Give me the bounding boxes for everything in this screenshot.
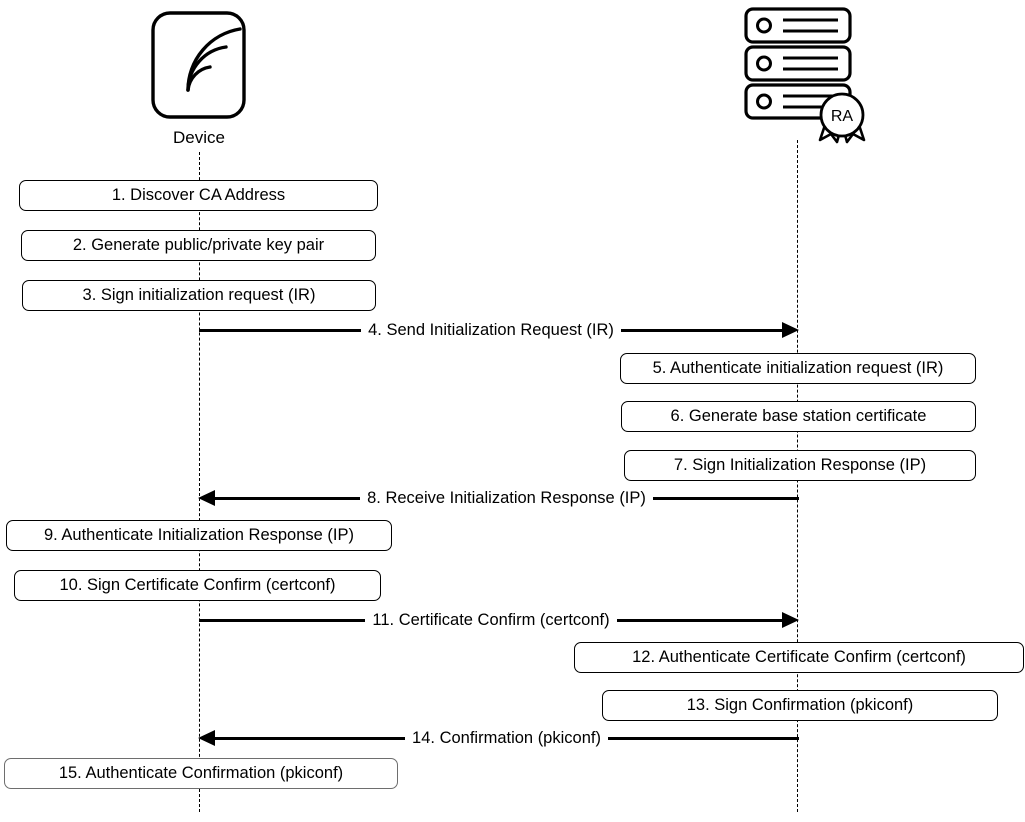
message-line-left: [214, 496, 361, 500]
arrow-head-left-icon: [198, 490, 215, 506]
note-box-step-12[interactable]: 12. Authenticate Certificate Confirm (ce…: [574, 642, 1024, 673]
arrow-head-left-icon: [198, 730, 215, 746]
message-line-right: [616, 618, 783, 622]
message-step-4[interactable]: 4. Send Initialization Request (IR): [199, 320, 800, 340]
message-line-left: [199, 328, 362, 332]
message-step-8[interactable]: 8. Receive Initialization Response (IP): [198, 488, 799, 508]
message-step-11[interactable]: 11. Certificate Confirm (certconf): [199, 610, 799, 630]
note-label: 15. Authenticate Confirmation (pkiconf): [58, 764, 344, 783]
server-stack-ra-badge-icon: RA: [744, 7, 866, 144]
message-step-14[interactable]: 14. Confirmation (pkiconf): [198, 728, 800, 748]
message-label: 8. Receive Initialization Response (IP): [360, 490, 653, 507]
note-label: 6. Generate base station certificate: [670, 407, 927, 426]
note-label: 5. Authenticate initialization request (…: [652, 359, 944, 378]
note-box-step-13[interactable]: 13. Sign Confirmation (pkiconf): [602, 690, 998, 721]
arrow-head-right-icon: [782, 612, 799, 628]
note-box-step-6[interactable]: 6. Generate base station certificate: [621, 401, 976, 432]
wifi-device-icon: [151, 11, 246, 119]
actor-ra-icon: RA: [740, 4, 875, 144]
arrow-head-right-icon: [782, 322, 800, 338]
note-label: 1. Discover CA Address: [111, 186, 286, 205]
note-label: 3. Sign initialization request (IR): [82, 286, 316, 305]
message-label: 14. Confirmation (pkiconf): [405, 730, 608, 747]
note-label: 2. Generate public/private key pair: [72, 236, 325, 255]
note-label: 13. Sign Confirmation (pkiconf): [686, 696, 914, 715]
message-line-left: [199, 618, 366, 622]
message-line-left: [214, 736, 406, 740]
note-box-step-3[interactable]: 3. Sign initialization request (IR): [22, 280, 376, 311]
note-box-step-10[interactable]: 10. Sign Certificate Confirm (certconf): [14, 570, 381, 601]
ra-badge-text: RA: [831, 108, 854, 125]
note-label: 9. Authenticate Initialization Response …: [43, 526, 354, 545]
note-box-step-7[interactable]: 7. Sign Initialization Response (IP): [624, 450, 976, 481]
message-line-right: [652, 496, 799, 500]
note-label: 10. Sign Certificate Confirm (certconf): [59, 576, 336, 595]
note-box-step-2[interactable]: 2. Generate public/private key pair: [21, 230, 376, 261]
message-label: 4. Send Initialization Request (IR): [361, 322, 621, 339]
note-box-step-5[interactable]: 5. Authenticate initialization request (…: [620, 353, 976, 384]
note-label: 12. Authenticate Certificate Confirm (ce…: [632, 648, 966, 667]
note-label: 7. Sign Initialization Response (IP): [673, 456, 927, 475]
note-box-step-15[interactable]: 15. Authenticate Confirmation (pkiconf): [4, 758, 398, 789]
message-line-right: [620, 328, 784, 332]
note-box-step-1[interactable]: 1. Discover CA Address: [19, 180, 378, 211]
message-line-right: [607, 736, 800, 740]
lifeline-device: [199, 152, 200, 812]
actor-device-icon: [150, 10, 247, 120]
note-box-step-9[interactable]: 9. Authenticate Initialization Response …: [6, 520, 392, 551]
actor-device-label: Device: [173, 128, 225, 147]
message-label: 11. Certificate Confirm (certconf): [365, 612, 617, 629]
